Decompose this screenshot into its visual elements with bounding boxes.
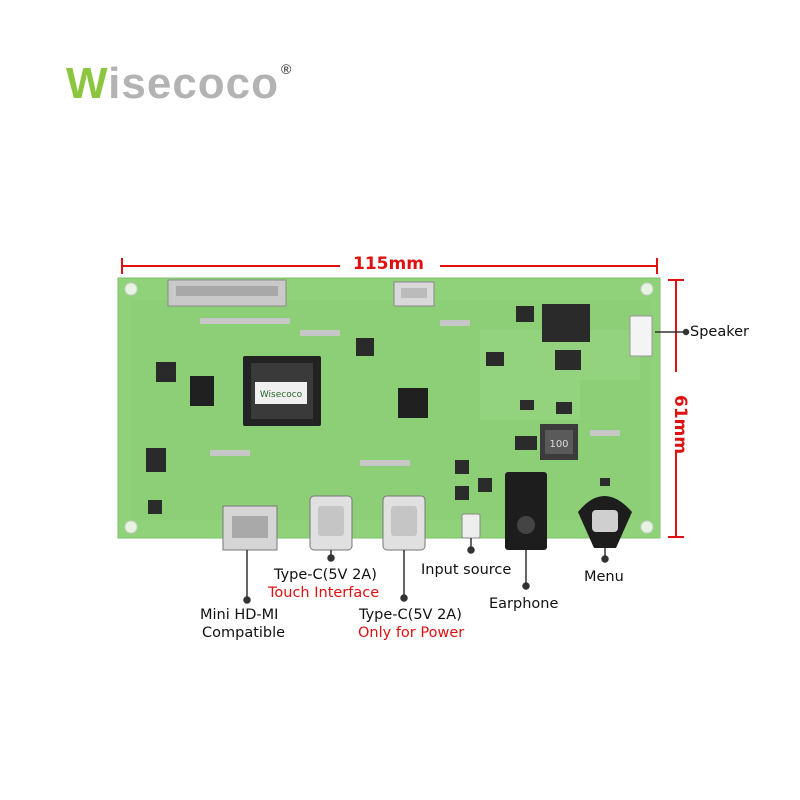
logo-letter-w: W [66, 59, 109, 108]
input-source-label: Input source [421, 562, 512, 578]
type-c-2-label: Type-C(5V 2A) [359, 607, 462, 623]
hdmi-compatible-label: Compatible [202, 625, 286, 641]
earphone-label: Earphone [489, 596, 559, 612]
ic-chip [555, 350, 581, 370]
earphone-jack [505, 472, 547, 550]
mounting-hole [124, 282, 138, 296]
inductor-label: 100 [549, 439, 568, 450]
ic-chip [356, 338, 374, 356]
menu-label: Menu [584, 569, 624, 585]
ic-chip [398, 388, 428, 418]
ic-chip [190, 376, 214, 406]
ic-chip [156, 362, 176, 382]
mounting-hole [124, 520, 138, 534]
height-dimension-line [668, 279, 684, 538]
mounting-hole [640, 520, 654, 534]
touch-interface-label: Touch Interface [268, 585, 380, 601]
registered-mark: ® [281, 61, 293, 77]
height-dimension-label: 61mm [670, 395, 690, 455]
brand-logo: Wisecoco® [66, 62, 292, 106]
logo-text: isecoco [108, 59, 280, 108]
ic-chip [516, 306, 534, 322]
mounting-hole [640, 282, 654, 296]
width-dimension-label: 115mm [353, 254, 424, 274]
speaker-label: Speaker [690, 324, 749, 340]
main-chip-label: Wisecoco [260, 390, 303, 400]
ic-chip [486, 352, 504, 366]
pcb-board: Wisecoco 100 [117, 277, 661, 551]
mini-hdmi-label: Mini HD-MI [200, 607, 279, 623]
ic-chip [146, 448, 166, 472]
speaker-connector [629, 315, 653, 357]
ic-chip [542, 304, 590, 342]
callout-lines [243, 328, 690, 604]
width-dimension-line [121, 258, 658, 274]
only-for-power-label: Only for Power [358, 625, 465, 641]
input-source-button [461, 513, 481, 539]
type-c-1-label: Type-C(5V 2A) [274, 567, 377, 583]
